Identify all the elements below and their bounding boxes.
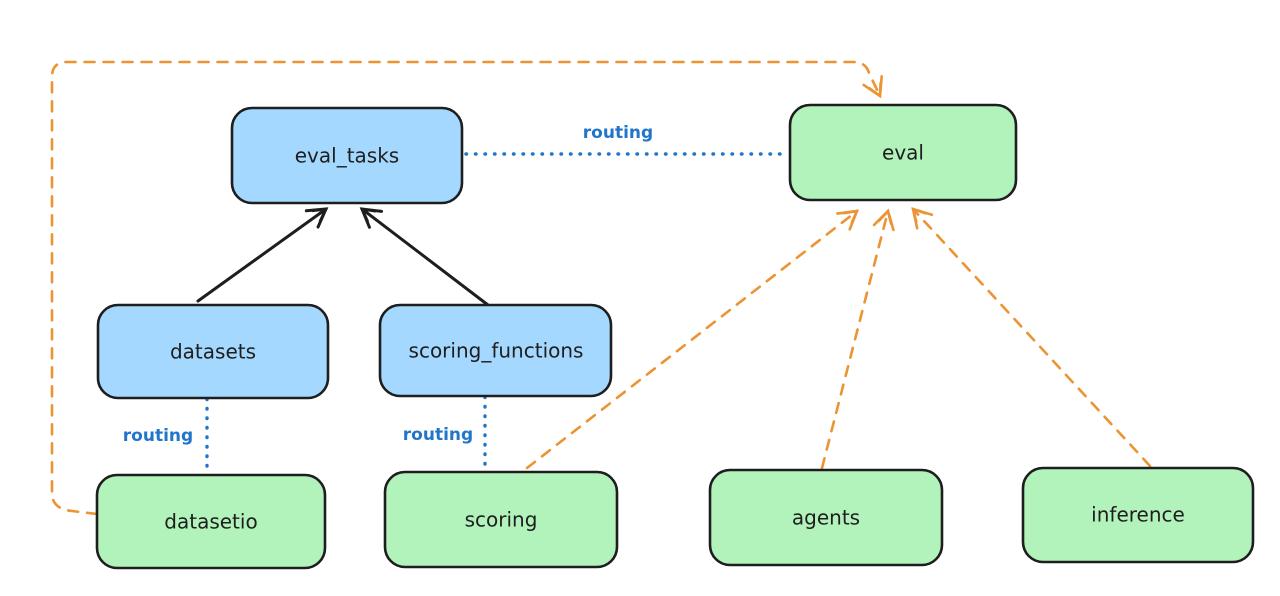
edge-datasetio-to-eval xyxy=(50,60,883,516)
node-scoring-functions-box xyxy=(378,303,613,398)
node-eval-tasks-box xyxy=(230,106,464,205)
routing-label-eval-tasks-eval: routing xyxy=(583,123,653,143)
node-inference-box xyxy=(1021,466,1255,564)
node-datasets-label: datasets xyxy=(170,340,256,364)
node-eval-tasks-label: eval_tasks xyxy=(295,144,399,168)
node-eval-box xyxy=(788,103,1018,202)
routing-label-scoring-functions-scoring: routing xyxy=(403,425,473,445)
node-datasetio-box xyxy=(95,473,327,570)
node-inference-label: inference xyxy=(1091,503,1185,527)
node-inference: inference xyxy=(1021,466,1255,564)
node-eval-label: eval xyxy=(882,141,924,165)
edge-scoring-to-eval xyxy=(525,209,860,470)
node-scoring-label: scoring xyxy=(465,508,538,532)
edge-datasets-to-eval-tasks xyxy=(196,207,329,303)
node-eval: eval xyxy=(788,103,1018,202)
node-scoring-box xyxy=(383,470,619,569)
node-agents: agents xyxy=(708,468,944,567)
edge-scoring-functions-to-eval-tasks xyxy=(359,207,490,307)
edges-layer xyxy=(50,60,1152,516)
edge-inference-to-eval xyxy=(911,207,1152,468)
node-datasetio-label: datasetio xyxy=(164,510,257,534)
node-scoring: scoring xyxy=(383,470,619,569)
node-datasets: datasets xyxy=(96,303,330,400)
node-scoring-functions: scoring_functions xyxy=(378,303,613,398)
node-scoring-functions-label: scoring_functions xyxy=(409,339,584,363)
node-datasetio: datasetio xyxy=(95,473,327,570)
edge-agents-to-eval xyxy=(820,208,895,470)
node-eval-tasks: eval_tasks xyxy=(230,106,464,205)
node-datasets-box xyxy=(96,303,330,400)
routing-label-datasets-datasetio: routing xyxy=(123,426,193,446)
node-agents-box xyxy=(708,468,944,567)
node-agents-label: agents xyxy=(792,506,860,530)
